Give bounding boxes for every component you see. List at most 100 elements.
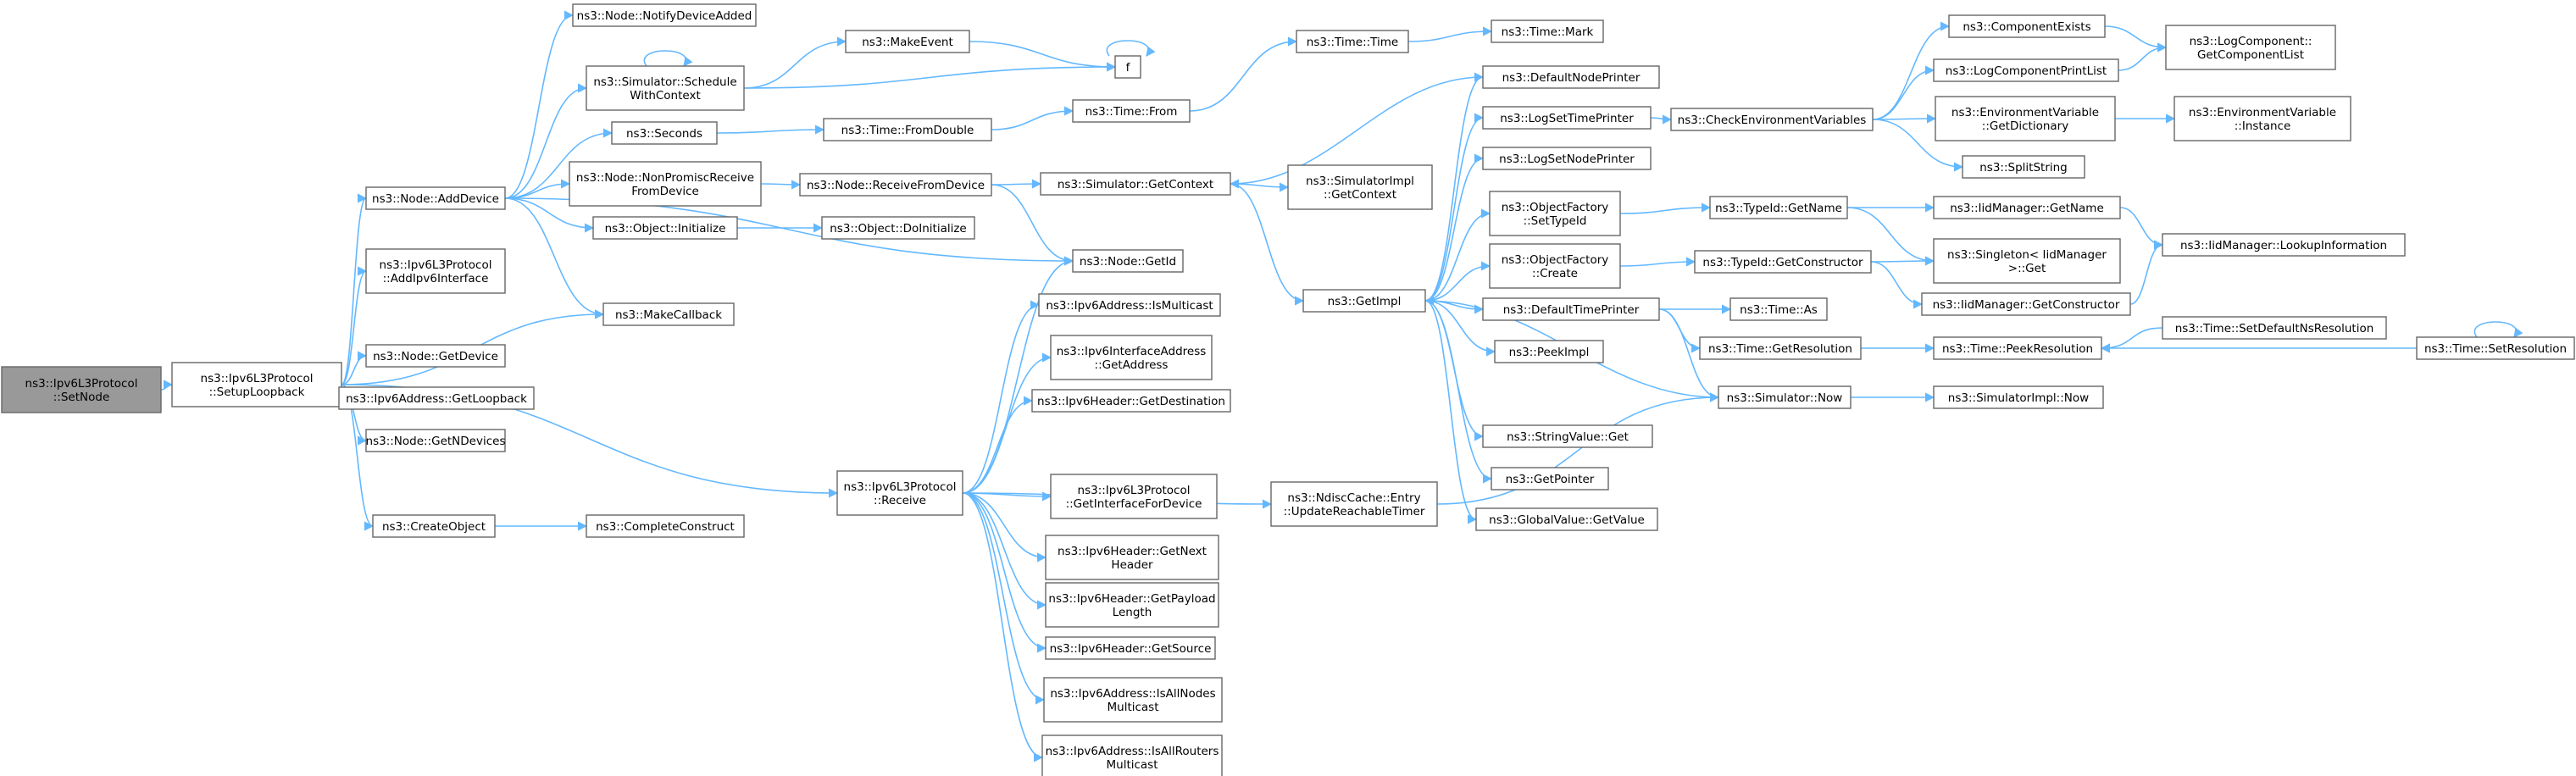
node-getndevices[interactable]: ns3::Node::GetNDevices xyxy=(365,429,506,452)
edge-fromdouble-to-timefrom xyxy=(991,106,1074,130)
node-envvarinstance[interactable]: ns3::EnvironmentVariable::Instance xyxy=(2174,96,2351,141)
node-splitstring[interactable]: ns3::SplitString xyxy=(1962,155,2085,179)
node-timetime[interactable]: ns3::Time::Time xyxy=(1296,30,1409,53)
node-stringvalueget[interactable]: ns3::StringValue::Get xyxy=(1482,424,1653,448)
node-globalvaluegetvalue[interactable]: ns3::GlobalValue::GetValue xyxy=(1475,507,1658,531)
node-box xyxy=(572,3,757,27)
node-iidmanagergetname[interactable]: ns3::IidManager::GetName xyxy=(1933,196,2121,219)
node-singletonget[interactable]: ns3::Singleton< IidManager >::Get xyxy=(1933,238,2121,284)
node-simimplnow[interactable]: ns3::SimulatorImpl::Now xyxy=(1933,385,2104,409)
node-typeidgetname[interactable]: ns3::TypeId::GetName xyxy=(1709,196,1848,219)
node-simimplgetcontext[interactable]: ns3::SimulatorImpl::GetContext xyxy=(1287,164,1433,210)
node-envvargetdictionary[interactable]: ns3::EnvironmentVariable::GetDictionary xyxy=(1935,96,2116,141)
node-timeas[interactable]: ns3::Time::As xyxy=(1729,297,1828,321)
node-box xyxy=(836,470,963,516)
node-defaulttimeprinter[interactable]: ns3::DefaultTimePrinter xyxy=(1482,297,1660,321)
node-setnode[interactable]: ns3::Ipv6L3Protocol::SetNode xyxy=(1,366,162,413)
node-label: ns3::EnvironmentVariable xyxy=(2189,106,2336,119)
node-label: ns3::IidManager::LookupInformation xyxy=(2180,239,2387,252)
node-setresolution[interactable]: ns3::Time::SetResolution xyxy=(2416,336,2575,360)
node-logsetnodeprinter[interactable]: ns3::LogSetNodePrinter xyxy=(1482,147,1652,170)
node-box xyxy=(1475,507,1658,531)
node-box xyxy=(1072,249,1184,273)
node-setuploopback[interactable]: ns3::Ipv6L3Protocol::SetupLoopback xyxy=(171,362,342,407)
node-componentexists[interactable]: ns3::ComponentExists xyxy=(1948,14,2106,38)
node-checkenvvars[interactable]: ns3::CheckEnvironmentVariables xyxy=(1670,108,1874,131)
node-objinitialize[interactable]: ns3::Object::Initialize xyxy=(592,216,738,240)
node-label: ns3::LogSetNodePrinter xyxy=(1499,152,1635,166)
node-iidmanagerlookup[interactable]: ns3::IidManager::LookupInformation xyxy=(2162,233,2406,257)
node-box xyxy=(1933,336,2102,360)
node-timegetresolution[interactable]: ns3::Time::GetResolution xyxy=(1699,336,1862,360)
node-getid[interactable]: ns3::Node::GetId xyxy=(1072,249,1184,273)
node-timefrom[interactable]: ns3::Time::From xyxy=(1072,99,1191,123)
node-box xyxy=(1045,535,1219,580)
node-label: ns3::Node::ReceiveFromDevice xyxy=(807,179,985,192)
node-box xyxy=(1045,582,1219,628)
node-getdevice[interactable]: ns3::Node::GetDevice xyxy=(365,344,506,368)
node-ismulticast[interactable]: ns3::Ipv6Address::IsMulticast xyxy=(1038,293,1221,317)
node-iidmanagergetconstructor[interactable]: ns3::IidManager::GetConstructor xyxy=(1921,292,2131,316)
node-completeconstruct[interactable]: ns3::CompleteConstruct xyxy=(586,514,745,538)
node-typeidgetconstructor[interactable]: ns3::TypeId::GetConstructor xyxy=(1694,250,1872,274)
node-adddevice[interactable]: ns3::Node::AddDevice xyxy=(365,186,506,210)
node-logsettimeprinter[interactable]: ns3::LogSetTimePrinter xyxy=(1482,106,1652,130)
node-objfactorysettypeid[interactable]: ns3::ObjectFactory::SetTypeId xyxy=(1489,191,1621,236)
node-box xyxy=(1482,106,1652,130)
node-ifacegetaddress[interactable]: ns3::Ipv6InterfaceAddress::GetAddress xyxy=(1050,335,1213,380)
node-label: ns3::CompleteConstruct xyxy=(596,520,735,534)
node-receive[interactable]: ns3::Ipv6L3Protocol::Receive xyxy=(836,470,963,516)
node-setdefaultnsres[interactable]: ns3::Time::SetDefaultNsResolution xyxy=(2162,316,2387,340)
edge-receive-to-isallrouters xyxy=(962,492,1044,762)
node-receivefromdevice[interactable]: ns3::Node::ReceiveFromDevice xyxy=(799,173,992,197)
node-simulatornow[interactable]: ns3::Simulator::Now xyxy=(1718,385,1852,409)
node-box xyxy=(586,514,745,538)
node-box xyxy=(1041,734,1223,776)
node-label: ns3::Simulator::Now xyxy=(1727,391,1843,405)
node-addipv6iface[interactable]: ns3::Ipv6L3Protocol::AddIpv6Interface xyxy=(365,248,506,294)
node-peekimpl[interactable]: ns3::PeekImpl xyxy=(1494,340,1604,363)
node-label: ns3::Ipv6L3Protocol xyxy=(201,372,314,385)
node-label: ::UpdateReachableTimer xyxy=(1284,505,1425,518)
node-box xyxy=(1670,108,1874,131)
node-box xyxy=(799,173,992,197)
node-objfactorycreate[interactable]: ns3::ObjectFactory::Create xyxy=(1489,243,1621,289)
node-notifydeviceadded[interactable]: ns3::Node::NotifyDeviceAdded xyxy=(572,3,757,27)
edge-receivefromdevice-to-getid xyxy=(991,184,1074,266)
node-logcomponentprintlist[interactable]: ns3::LogComponentPrintList xyxy=(1933,58,2119,82)
node-doinitialize[interactable]: ns3::Object::DoInitialize xyxy=(821,216,975,240)
node-getimpl[interactable]: ns3::GetImpl xyxy=(1302,289,1426,313)
node-logcomponentgetlist[interactable]: ns3::LogComponent::GetComponentList xyxy=(2165,25,2336,70)
node-label: ns3::Node::AddDevice xyxy=(372,192,499,206)
node-getloopback[interactable]: ns3::Ipv6Address::GetLoopback xyxy=(338,386,535,410)
edge-getimpl-to-objfactorycreate xyxy=(1424,261,1491,302)
node-getdestination[interactable]: ns3::Ipv6Header::GetDestination xyxy=(1031,389,1231,413)
node-seconds[interactable]: ns3::Seconds xyxy=(611,121,718,145)
node-getsource[interactable]: ns3::Ipv6Header::GetSource xyxy=(1045,636,1216,660)
node-getcontext[interactable]: ns3::Simulator::GetContext xyxy=(1040,172,1231,196)
node-timemark[interactable]: ns3::Time::Mark xyxy=(1491,19,1604,43)
node-label: ns3::Ipv6L3Protocol xyxy=(1078,484,1191,497)
node-defaultnodeprinter[interactable]: ns3::DefaultNodePrinter xyxy=(1482,65,1660,89)
node-getifacefordevice[interactable]: ns3::Ipv6L3Protocol::GetInterfaceForDevi… xyxy=(1050,474,1218,519)
node-label: ::SetupLoopback xyxy=(209,385,305,399)
node-getpointer[interactable]: ns3::GetPointer xyxy=(1491,467,1609,491)
node-makeevent[interactable]: ns3::MakeEvent xyxy=(845,30,970,53)
node-label: ns3::Node::GetNDevices xyxy=(366,435,506,448)
call-edges xyxy=(160,10,2523,762)
node-box xyxy=(2174,96,2351,141)
node-createobject[interactable]: ns3::CreateObject xyxy=(372,514,496,538)
node-f[interactable]: f xyxy=(1114,55,1141,79)
node-fromdouble[interactable]: ns3::Time::FromDouble xyxy=(823,118,992,141)
node-makecallback[interactable]: ns3::MakeCallback xyxy=(602,302,735,326)
node-updatereachable[interactable]: ns3::NdiscCache::Entry::UpdateReachableT… xyxy=(1270,481,1438,527)
node-label: ns3::Object::Initialize xyxy=(605,222,726,236)
node-timepeekresolution[interactable]: ns3::Time::PeekResolution xyxy=(1933,336,2102,360)
edge-setuploopback-to-addipv6iface xyxy=(341,266,368,385)
